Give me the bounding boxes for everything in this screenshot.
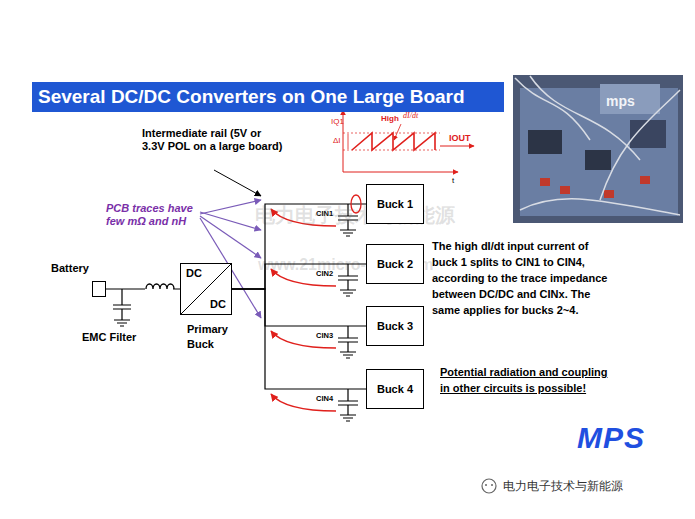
footer-source: 电力电子技术与新能源 [503,479,623,493]
leader-arrow [200,200,261,214]
buck-converter: Buck 1 [366,184,424,224]
wire [232,289,366,389]
wechat-icon [485,484,487,486]
wire [232,289,366,326]
current-paths [271,209,336,411]
buck-converter: Buck 3 [366,306,424,346]
current-waveform [343,110,474,172]
probe-cable [515,76,680,215]
capacitor-symbol [113,289,131,326]
converter-label: DC [186,267,202,280]
capacitor-label: CIN3 [316,331,333,340]
warning-note: Potential radiation and coupling in othe… [440,364,608,396]
board-label-area [600,84,660,114]
delta-marker [348,134,349,149]
callout-note: Intermediate rail (5V or 3.3V POL on a l… [142,127,284,153]
capacitor-symbol [338,326,358,358]
rate-label: dI/dt [403,111,418,120]
explanation-note: The high dI/dt input current of buck 1 s… [432,238,616,318]
buck-converter: Buck 4 [366,369,424,409]
chip [528,130,562,154]
diagonal-line [181,264,231,314]
leader-arrow [394,124,401,140]
battery-symbol: Battery [92,281,106,297]
title-banner: Several DC/DC Converters on One Large Bo… [32,82,504,112]
chip [585,150,611,170]
input-capacitors [338,204,358,421]
photo-logo: mps [606,94,635,109]
wechat-icon [491,484,493,486]
leader-arrow [200,216,261,258]
current-arrow [440,146,474,147]
wechat-icon [482,479,496,493]
buck-converter: Buck 2 [366,244,424,284]
axis-label: t [452,176,454,185]
dcdc-converter: DCDCPrimary Buck [180,263,232,315]
buck-label: Buck 4 [377,383,413,396]
component [560,186,570,194]
watermark: 电力电子技术与新能源 [255,204,455,226]
capacitor-symbol [338,389,358,421]
converter-label: DC [210,298,226,311]
battery-label: Battery [51,262,89,275]
current-arrow [271,394,336,411]
delta-label: ΔI [333,136,341,145]
capacitor-label: CIN4 [316,394,333,403]
buck-label: Buck 2 [377,258,413,271]
axis-line [343,172,458,173]
leader-arrow [200,212,261,230]
current-label: IOUT [449,133,471,143]
trace-note: PCB traces have few mΩ and nH [106,202,210,228]
leader-arrow [214,170,261,196]
level-line [343,150,440,151]
buck-label: Buck 1 [377,198,413,211]
component [640,176,650,184]
wire [106,288,180,289]
rate-label: High [381,114,399,123]
inductor-mask [145,281,173,291]
filter-label: EMC Filter [82,331,136,344]
current-arrow [271,331,336,348]
inductor-symbol [146,284,174,289]
sawtooth-current [352,133,435,150]
buck-label: Buck 3 [377,320,413,333]
photo-frame [513,75,683,223]
current-label: IQ1 [331,117,344,126]
board-photo [513,75,683,223]
component [604,190,614,198]
component [540,178,550,186]
wire [232,264,366,289]
wire [232,204,366,289]
company-logo: MPS [577,422,645,454]
converter-name: Primary Buck [187,322,257,352]
